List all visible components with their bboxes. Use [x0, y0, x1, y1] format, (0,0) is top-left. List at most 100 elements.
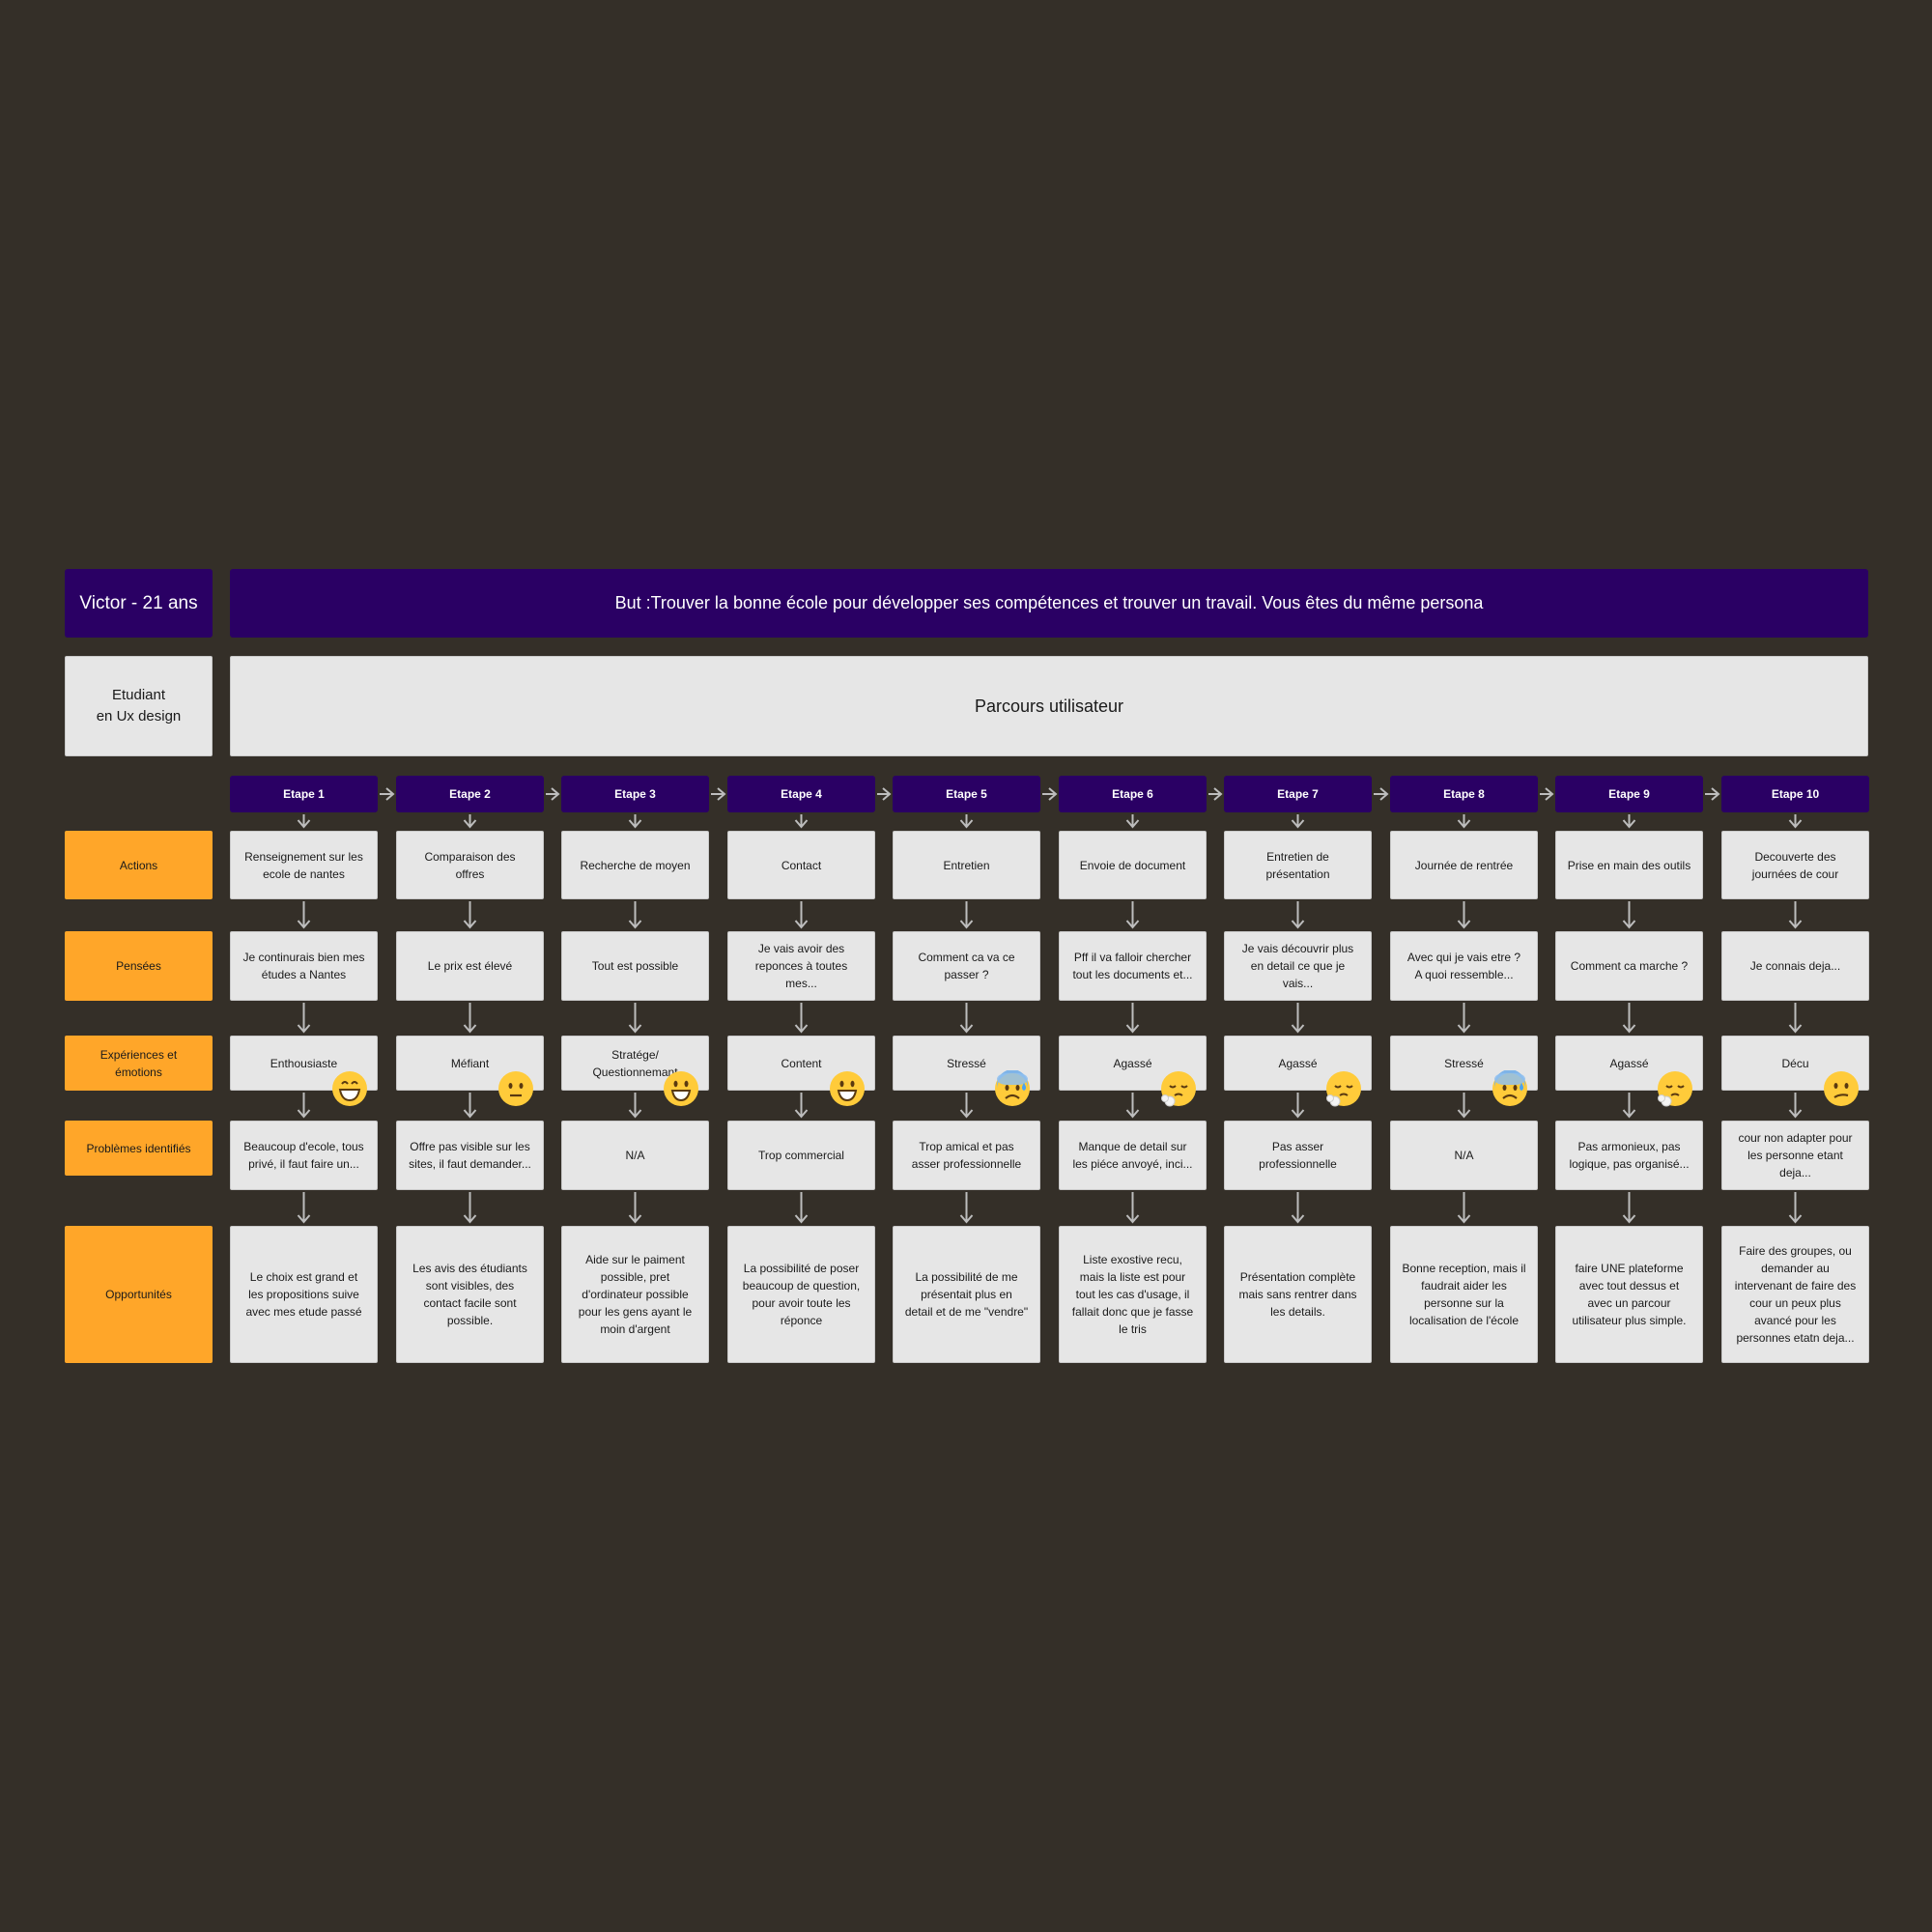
action-card: Comparaison des offres [396, 831, 544, 899]
action-card: Recherche de moyen [561, 831, 709, 899]
step-header: Etape 10 [1721, 776, 1869, 812]
smiling-face-icon [829, 1070, 866, 1107]
step-header: Etape 3 [561, 776, 709, 812]
arrow-head-right [1048, 787, 1058, 801]
grinning-face-icon [331, 1070, 368, 1107]
arrow-head-right [882, 787, 892, 801]
opportunity-card: Présentation complète mais sans rentrer … [1224, 1226, 1372, 1363]
opportunity-card: Les avis des étudiants sont visibles, de… [396, 1226, 544, 1363]
action-card: Envoie de document [1059, 831, 1207, 899]
arrow-head-down [794, 1214, 809, 1224]
arrow-head-down [959, 1109, 974, 1119]
arrow-head-right [385, 787, 395, 801]
arrow-head-right [717, 787, 726, 801]
arrow-head-down [794, 1109, 809, 1119]
action-card: Entretien de présentation [1224, 831, 1372, 899]
row-label-problemes: Problèmes identifiés [65, 1121, 213, 1176]
arrow-head-down [1788, 1109, 1803, 1119]
arrow-head-down [1125, 1214, 1140, 1224]
arrow-head-down [628, 1024, 642, 1034]
arrow-head-down [1788, 819, 1803, 829]
thought-card: Je connais deja... [1721, 931, 1869, 1001]
row-label-opportunites: Opportunités [65, 1226, 213, 1363]
problem-card: Offre pas visible sur les sites, il faut… [396, 1121, 544, 1190]
action-card: Journée de rentrée [1390, 831, 1538, 899]
arrow-head-down [463, 1109, 477, 1119]
step-header: Etape 4 [727, 776, 875, 812]
arrow-head-down [1457, 819, 1471, 829]
thought-card: Tout est possible [561, 931, 709, 1001]
arrow-head-down [1622, 920, 1636, 929]
opportunity-card: Aide sur le paiment possible, pret d'ord… [561, 1226, 709, 1363]
exhaling-face-icon [1657, 1070, 1693, 1107]
emotion-card: Enthousiaste [230, 1036, 378, 1091]
arrow-head-right [1379, 787, 1389, 801]
step-header: Etape 5 [893, 776, 1040, 812]
arrow-head-down [1125, 819, 1140, 829]
arrow-head-down [297, 920, 311, 929]
opportunity-card: Liste exostive recu, mais la liste est p… [1059, 1226, 1207, 1363]
row-label-experiences: Expériences et émotions [65, 1036, 213, 1091]
opportunity-card: faire UNE plateforme avec tout dessus et… [1555, 1226, 1703, 1363]
arrow-head-down [959, 1024, 974, 1034]
arrow-head-down [463, 920, 477, 929]
thought-card: Avec qui je vais etre ? A quoi ressemble… [1390, 931, 1538, 1001]
arrow-head-down [794, 819, 809, 829]
action-card: Contact [727, 831, 875, 899]
action-card: Renseignement sur les ecole de nantes [230, 831, 378, 899]
thought-card: Pff il va falloir chercher tout les docu… [1059, 931, 1207, 1001]
arrow-head-right [1711, 787, 1720, 801]
neutral-face-icon [497, 1070, 534, 1107]
problem-card: N/A [561, 1121, 709, 1190]
arrow-head-down [959, 819, 974, 829]
arrow-head-right [551, 787, 560, 801]
action-card: Decouverte des journées de cour [1721, 831, 1869, 899]
arrow-head-down [1125, 1024, 1140, 1034]
step-header: Etape 7 [1224, 776, 1372, 812]
arrow-head-down [1622, 819, 1636, 829]
arrow-head-down [1457, 1214, 1471, 1224]
problem-card: Trop amical et pas asser professionnelle [893, 1121, 1040, 1190]
opportunity-card: La possibilité de me présentait plus en … [893, 1226, 1040, 1363]
arrow-head-down [959, 920, 974, 929]
arrow-head-down [1622, 1214, 1636, 1224]
opportunity-card: Faire des groupes, ou demander au interv… [1721, 1226, 1869, 1363]
step-header: Etape 8 [1390, 776, 1538, 812]
exhaling-face-icon [1160, 1070, 1197, 1107]
step-header: Etape 6 [1059, 776, 1207, 812]
arrow-head-down [463, 1024, 477, 1034]
anxious-sweat-face-icon [1492, 1069, 1528, 1107]
anxious-sweat-face-icon [994, 1069, 1031, 1107]
persona-role: Etudiant en Ux design [65, 656, 213, 756]
arrow-head-down [1457, 1109, 1471, 1119]
thought-card: Le prix est élevé [396, 931, 544, 1001]
action-card: Entretien [893, 831, 1040, 899]
opportunity-card: Bonne reception, mais il faudrait aider … [1390, 1226, 1538, 1363]
arrow-head-down [1291, 1109, 1305, 1119]
arrow-head-down [463, 1214, 477, 1224]
arrow-head-down [1622, 1109, 1636, 1119]
persona-goal: But :Trouver la bonne école pour dévelop… [230, 569, 1868, 638]
confused-face-icon [1823, 1070, 1860, 1107]
arrow-head-down [1125, 920, 1140, 929]
arrow-head-right [1545, 787, 1554, 801]
arrow-head-down [628, 1214, 642, 1224]
problem-card: Pas armonieux, pas logique, pas organisé… [1555, 1121, 1703, 1190]
arrow-head-down [959, 1214, 974, 1224]
opportunity-card: Le choix est grand et les propositions s… [230, 1226, 378, 1363]
problem-card: Pas asser professionnelle [1224, 1121, 1372, 1190]
arrow-head-down [297, 1109, 311, 1119]
step-header: Etape 1 [230, 776, 378, 812]
problem-card: cour non adapter pour les personne etant… [1721, 1121, 1869, 1190]
arrow-head-down [1291, 920, 1305, 929]
thought-card: Je vais avoir des reponces à toutes mes.… [727, 931, 875, 1001]
thought-card: Je vais découvrir plus en detail ce que … [1224, 931, 1372, 1001]
arrow-head-down [1291, 1214, 1305, 1224]
arrow-head-down [463, 819, 477, 829]
arrow-head-down [1291, 819, 1305, 829]
problem-card: Beaucoup d'ecole, tous privé, il faut fa… [230, 1121, 378, 1190]
arrow-head-down [297, 1024, 311, 1034]
opportunity-card: La possibilité de poser beaucoup de ques… [727, 1226, 875, 1363]
journey-title: Parcours utilisateur [230, 656, 1868, 756]
step-header: Etape 2 [396, 776, 544, 812]
